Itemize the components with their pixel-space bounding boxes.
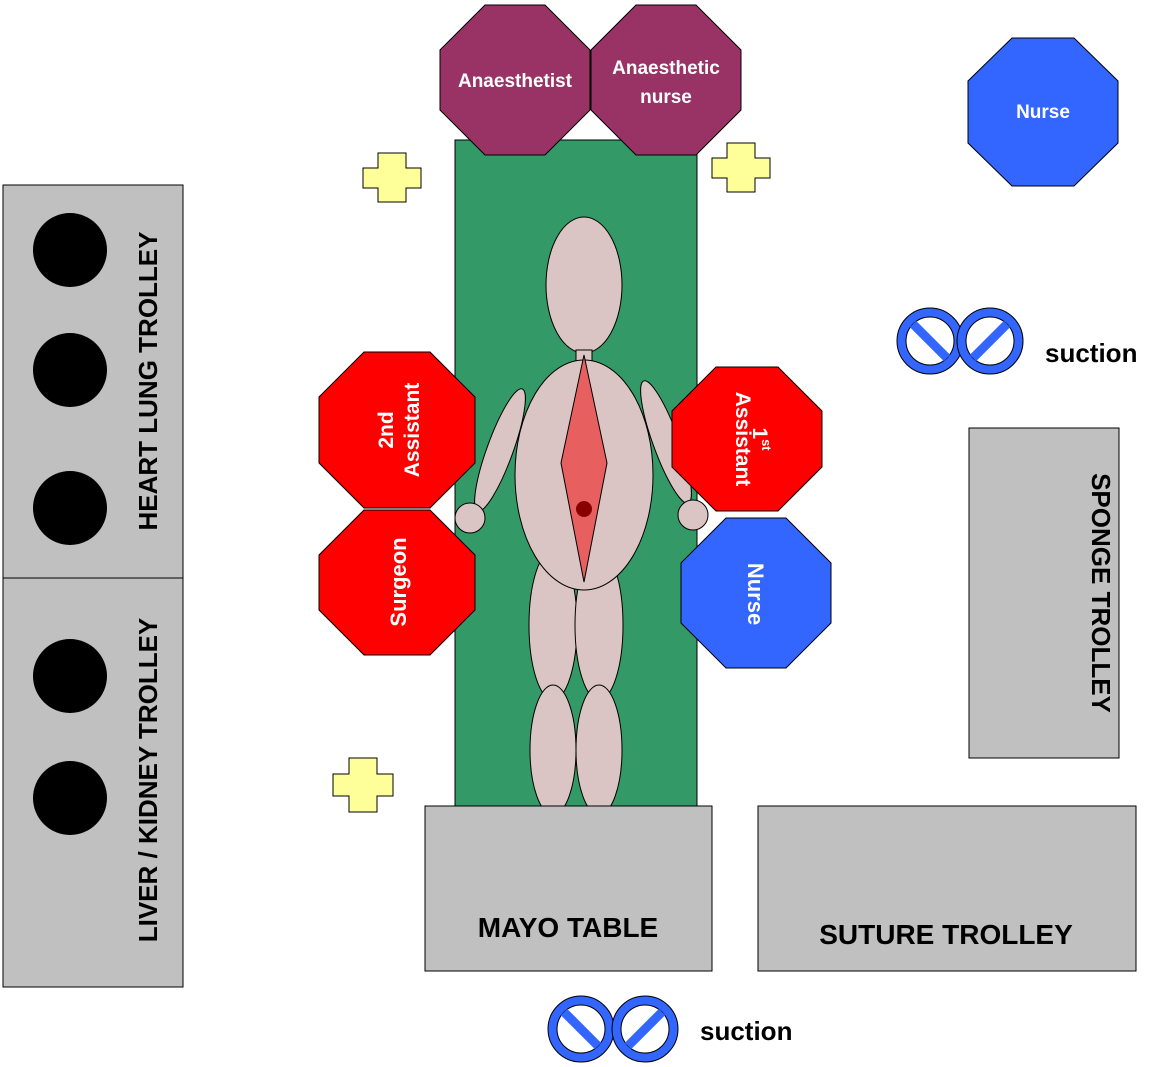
anaesthetist-station: Anaesthetist: [439, 4, 591, 156]
incision-site: [560, 354, 608, 583]
suction-icon: [547, 995, 679, 1063]
suture-trolley-label: SUTURE TROLLEY: [819, 919, 1073, 950]
nurse-side-label: Nurse: [743, 563, 768, 625]
first-assistant-station: 1st Assistant: [671, 366, 823, 512]
nurse-top-label: Nurse: [1016, 102, 1070, 123]
nurse-station-top: Nurse: [967, 37, 1119, 187]
sponge-trolley-label: SPONGE TROLLEY: [1086, 473, 1116, 713]
mayo-table-label: MAYO TABLE: [478, 912, 658, 943]
anaesthetist-label: Anaesthetist: [458, 71, 573, 92]
suction-bottom-label: suction: [700, 1016, 792, 1046]
anaesthetic-nurse-station: Anaesthetic nurse: [590, 4, 742, 156]
second-assistant-station: 2nd Assistant: [318, 351, 476, 509]
second-assistant-label-line2: Assistant: [401, 383, 424, 478]
first-assistant-superscript: st: [759, 439, 774, 451]
second-assistant-label-line1: 2nd: [375, 411, 398, 448]
patient-left-shin: [529, 684, 577, 816]
suction-icon: [896, 307, 1024, 375]
sponge-trolley: SPONGE TROLLEY: [968, 427, 1120, 759]
heart-lung-trolley-label: HEART LUNG TROLLEY: [133, 232, 163, 531]
nurse-station-side: Nurse: [680, 517, 832, 669]
trolley-slot: [33, 639, 107, 713]
patient-right-hand: [677, 499, 709, 531]
light-icon: [362, 152, 422, 203]
suture-trolley: SUTURE TROLLEY: [757, 805, 1137, 972]
suction-right-label: suction: [1045, 338, 1137, 368]
first-assistant-label-line2: Assistant: [731, 392, 754, 487]
heart-lung-trolley: HEART LUNG TROLLEY: [2, 184, 184, 579]
trolley-slot: [33, 333, 107, 407]
anaesthetic-nurse-label-line1: Anaesthetic: [612, 58, 720, 79]
liver-kidney-trolley-label: LIVER / KIDNEY TROLLEY: [133, 618, 163, 943]
patient-head: [545, 216, 623, 354]
suction-bottom: suction: [547, 995, 792, 1063]
trolley-slot: [33, 761, 107, 835]
patient-figure: [454, 216, 709, 816]
liver-kidney-trolley: LIVER / KIDNEY TROLLEY: [2, 577, 184, 988]
light-icon: [332, 757, 394, 813]
patient-left-hand: [454, 502, 486, 534]
first-assistant-label-line1: 1st: [748, 427, 774, 451]
anaesthetic-nurse-label-line2: nurse: [640, 87, 692, 108]
first-assistant-number: 1: [748, 427, 771, 439]
light-icon: [711, 142, 771, 193]
surgeon-station: Surgeon: [318, 509, 476, 656]
surgeon-label: Surgeon: [386, 537, 411, 626]
patient-right-shin: [575, 684, 623, 816]
trolley-slot: [33, 471, 107, 545]
incision-point: [576, 501, 592, 517]
suction-right: suction: [896, 307, 1137, 375]
mayo-table: MAYO TABLE: [424, 805, 713, 972]
trolley-slot: [33, 213, 107, 287]
